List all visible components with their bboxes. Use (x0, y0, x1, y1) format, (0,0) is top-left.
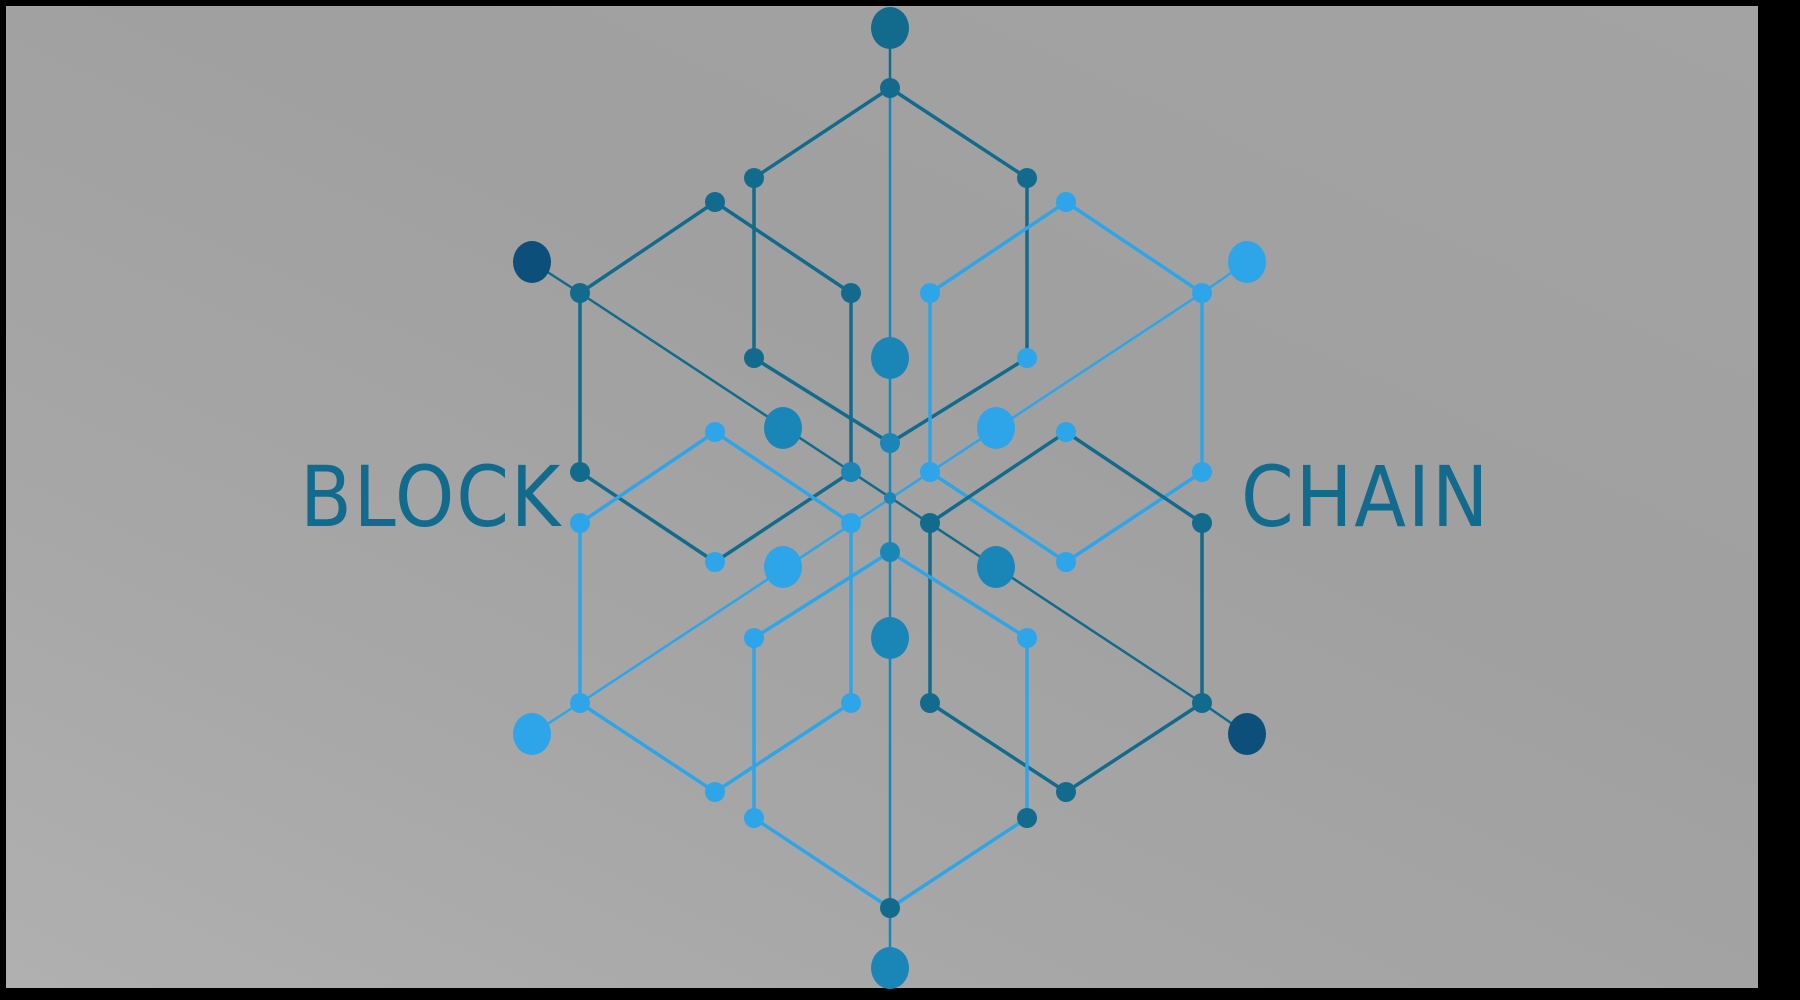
emblem-large-nodes (513, 7, 1266, 989)
image-canvas (6, 6, 1758, 988)
logo-word-chain: CHAIN (1241, 448, 1491, 546)
emblem-small-nodes (570, 78, 1212, 918)
logo-word-block: BLOCK (300, 448, 563, 546)
